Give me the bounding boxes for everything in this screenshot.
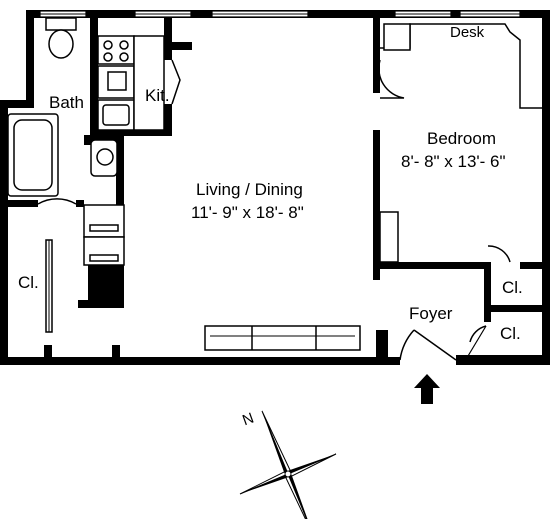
- bedroom-dimensions: 8'- 8" x 13'- 6": [401, 152, 506, 171]
- compass-north-label: N: [240, 410, 256, 430]
- foyer-label: Foyer: [409, 304, 453, 323]
- bath-label: Bath: [49, 93, 84, 112]
- closet-bedroom-label: Cl.: [502, 278, 523, 297]
- entrance-arrow: [414, 374, 440, 404]
- desk-label: Desk: [450, 24, 485, 41]
- living-room-dimensions: 11'- 9" x 18'- 8": [191, 203, 304, 222]
- closet-foyer-label: Cl.: [500, 324, 521, 343]
- bath-fixtures: [7, 17, 118, 205]
- left-closet: [45, 239, 53, 333]
- compass-rose-icon: [239, 410, 337, 519]
- kitchen-fixtures: [97, 35, 181, 131]
- living-room-label: Living / Dining: [196, 180, 303, 199]
- windows: [39, 10, 521, 18]
- bedroom-label: Bedroom: [427, 129, 496, 148]
- kitchen-label: Kit.: [145, 86, 170, 105]
- foyer-doors: [399, 325, 487, 361]
- bedroom-walls: [373, 18, 550, 322]
- closet-left-label: Cl.: [18, 273, 39, 292]
- living-furniture: [83, 204, 361, 351]
- bedroom-furniture: [378, 23, 542, 263]
